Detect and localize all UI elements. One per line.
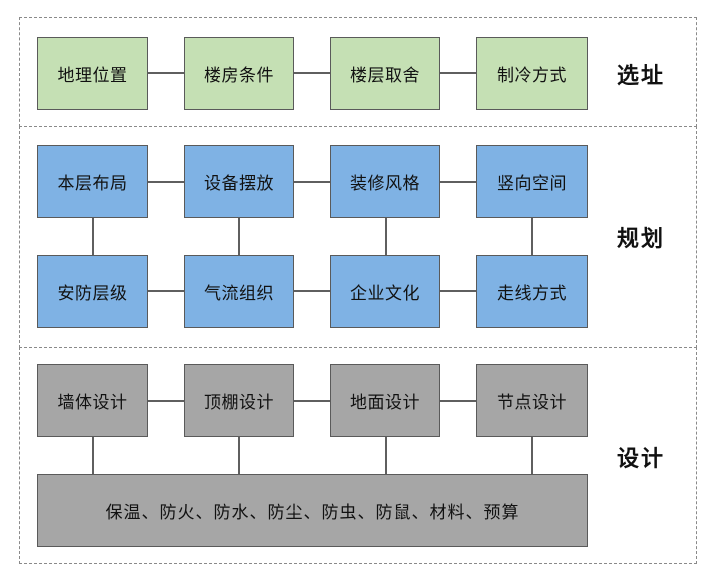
connector-line <box>440 400 476 402</box>
connector-line <box>148 181 184 183</box>
connector-line <box>238 218 240 255</box>
node-geographic-location: 地理位置 <box>37 37 148 110</box>
node-wall-design: 墙体设计 <box>37 364 148 437</box>
connector-line <box>385 437 387 474</box>
node-building-conditions: 楼房条件 <box>184 37 294 110</box>
connector-line <box>440 181 476 183</box>
node-floor-design: 地面设计 <box>330 364 440 437</box>
node-cooling-method: 制冷方式 <box>476 37 588 110</box>
connector-line <box>148 290 184 292</box>
section-label-siting: 选址 <box>616 64 665 89</box>
node-security-level: 安防层级 <box>37 255 148 328</box>
node-joint-design: 节点设计 <box>476 364 588 437</box>
node-equipment-placement: 设备摆放 <box>184 145 294 218</box>
node-protection-items: 保温、防火、防水、防尘、防虫、防鼠、材料、预算 <box>37 474 588 547</box>
connector-line <box>294 181 330 183</box>
node-ceiling-design: 顶棚设计 <box>184 364 294 437</box>
section-label-design: 设计 <box>616 447 665 472</box>
connector-line <box>148 72 184 74</box>
connector-line <box>148 400 184 402</box>
node-corporate-culture: 企业文化 <box>330 255 440 328</box>
node-airflow-organization: 气流组织 <box>184 255 294 328</box>
node-floor-layout: 本层布局 <box>37 145 148 218</box>
connector-line <box>92 218 94 255</box>
node-cabling-method: 走线方式 <box>476 255 588 328</box>
connector-line <box>294 290 330 292</box>
node-vertical-space: 竖向空间 <box>476 145 588 218</box>
connector-line <box>294 72 330 74</box>
connector-line <box>92 437 94 474</box>
node-floor-selection: 楼层取舍 <box>330 37 440 110</box>
connector-line <box>385 218 387 255</box>
connector-line <box>531 218 533 255</box>
node-decoration-style: 装修风格 <box>330 145 440 218</box>
connector-line <box>440 72 476 74</box>
connector-line <box>294 400 330 402</box>
design-section-frame <box>19 347 697 564</box>
connector-line <box>238 437 240 474</box>
section-label-planning: 规划 <box>616 227 665 252</box>
connector-line <box>440 290 476 292</box>
connector-line <box>531 437 533 474</box>
